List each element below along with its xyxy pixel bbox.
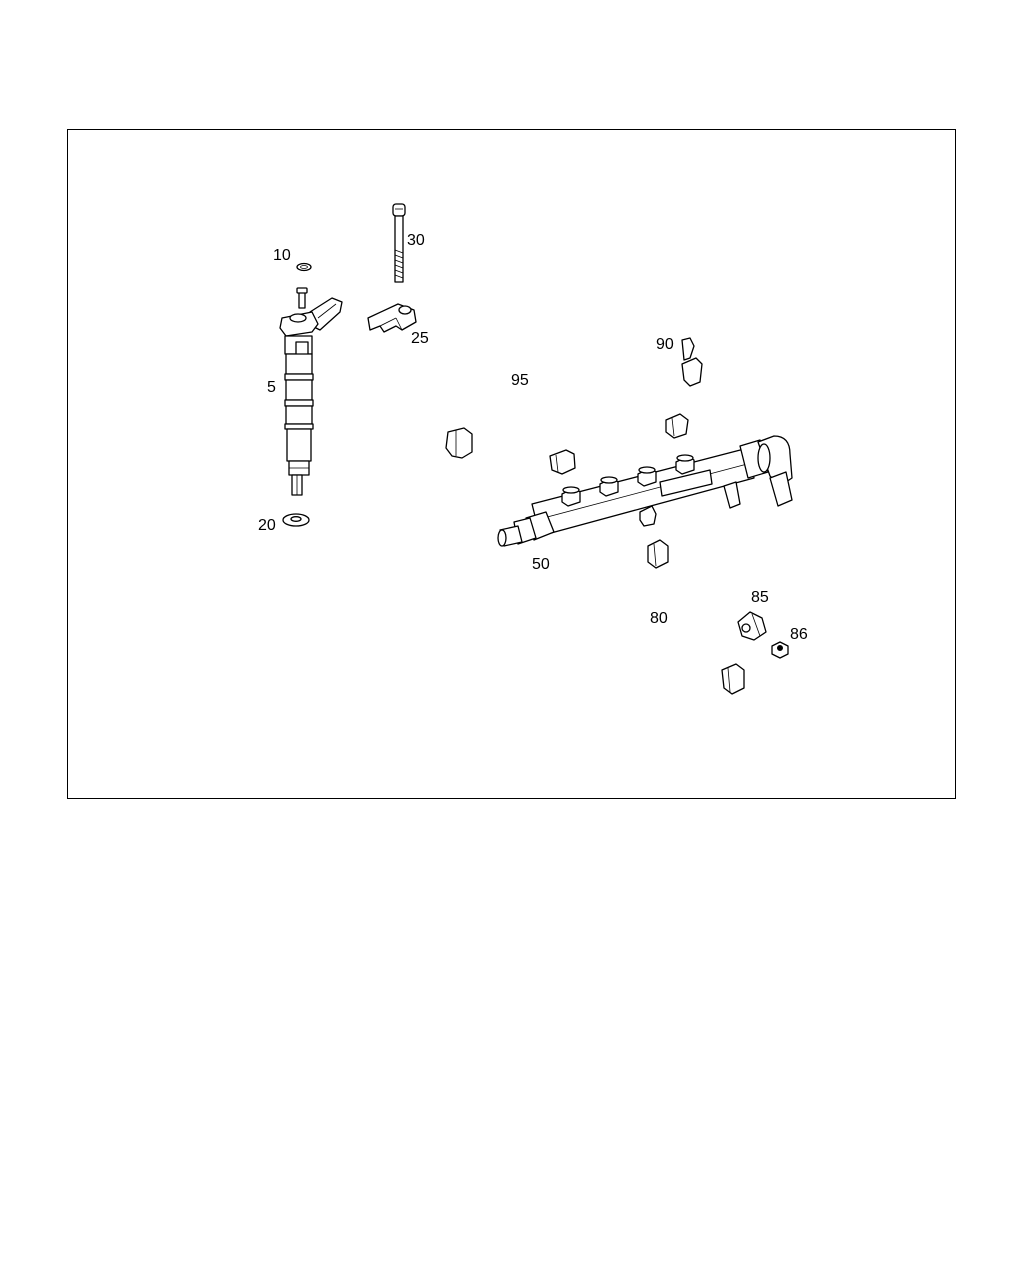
callout-30: 30 — [407, 232, 425, 249]
callout-90: 90 — [656, 336, 674, 353]
callout-20: 20 — [258, 517, 276, 534]
part-80-fuel-pipe — [647, 539, 745, 708]
callout-50: 50 — [532, 556, 550, 573]
callout-10: 10 — [273, 247, 291, 264]
callout-86: 86 — [790, 626, 808, 643]
callout-25: 25 — [411, 330, 429, 347]
part-90-fuel-pipe — [665, 337, 703, 439]
callout-80: 80 — [650, 610, 668, 627]
part-30-bolt — [392, 203, 406, 283]
diagram-frame — [67, 129, 956, 799]
part-86-nut — [771, 641, 789, 659]
part-20-washer — [282, 513, 310, 527]
part-5-injector — [279, 287, 343, 496]
callout-5: 5 — [267, 379, 276, 396]
callout-85: 85 — [751, 589, 769, 606]
part-25-clamp — [367, 303, 417, 333]
part-10-o-ring — [296, 262, 312, 272]
part-95-fuel-pipe — [445, 396, 576, 475]
callout-95: 95 — [511, 372, 529, 389]
part-85-pipe-clamp — [737, 611, 767, 641]
part-50-fuel-rail — [497, 435, 793, 547]
